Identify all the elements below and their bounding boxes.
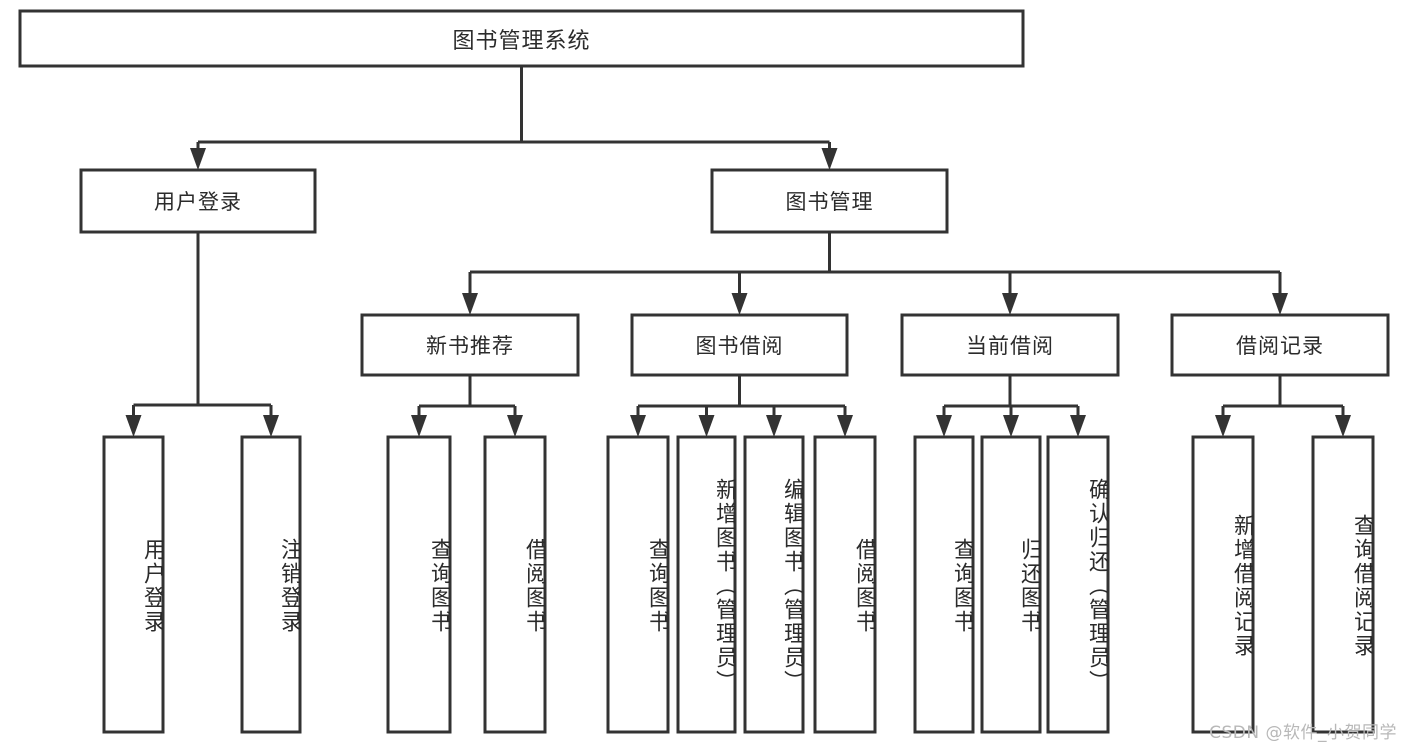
arrow-head-leaf-query-book-recommend <box>411 415 427 437</box>
node-box-leaf-confirm-return[interactable] <box>1046 435 1110 734</box>
arrow-head-book-borrow <box>731 293 748 315</box>
node-box-leaf-user-login[interactable] <box>102 435 165 734</box>
node-box-leaf-user-logout[interactable] <box>240 435 302 734</box>
arrow-head-leaf-borrow-book <box>837 415 853 437</box>
arrow-head-leaf-edit-book <box>766 415 782 437</box>
arrow-head-leaf-query-book-borrow <box>630 415 646 437</box>
node-box-leaf-add-borrow-record[interactable] <box>1191 435 1255 734</box>
arrow-head-new-book-recommend <box>462 293 478 315</box>
arrow-head-leaf-add-borrow-record <box>1215 415 1231 437</box>
arrow-head-leaf-user-logout <box>263 415 279 437</box>
node-box-leaf-borrow-book-recommend[interactable] <box>483 435 547 734</box>
arrow-head-leaf-borrow-book-recommend <box>507 415 523 437</box>
node-box-leaf-borrow-book[interactable] <box>813 435 877 734</box>
arrow-head-leaf-add-book <box>698 415 715 437</box>
node-box-root[interactable] <box>18 9 1025 68</box>
node-box-user-login[interactable] <box>79 168 317 234</box>
node-box-leaf-edit-book[interactable] <box>743 435 805 734</box>
node-box-current-borrow[interactable] <box>900 313 1120 377</box>
arrow-head-leaf-confirm-return <box>1070 415 1086 437</box>
arrow-head-borrow-record <box>1272 293 1288 315</box>
arrow-head-book-manage <box>821 148 838 170</box>
node-box-borrow-record[interactable] <box>1170 313 1390 377</box>
arrow-head-leaf-query-borrow-record <box>1335 415 1351 437</box>
node-box-leaf-query-borrow-record[interactable] <box>1311 435 1375 734</box>
arrow-head-user-login <box>190 148 206 170</box>
node-boxes-layer <box>18 9 1390 734</box>
node-box-leaf-query-book-recommend[interactable] <box>386 435 452 734</box>
node-box-leaf-query-book-borrow[interactable] <box>606 435 670 734</box>
node-box-leaf-query-book-current[interactable] <box>913 435 975 734</box>
arrow-head-leaf-user-login <box>125 415 142 437</box>
arrow-head-current-borrow <box>1002 293 1018 315</box>
arrow-head-leaf-query-book-current <box>936 415 952 437</box>
connectors-layer <box>125 66 1351 437</box>
node-box-leaf-return-book[interactable] <box>980 435 1042 734</box>
node-box-new-book-recommend[interactable] <box>360 313 580 377</box>
arrow-head-leaf-return-book <box>1003 415 1019 437</box>
node-box-leaf-add-book[interactable] <box>676 435 737 734</box>
node-box-book-borrow[interactable] <box>630 313 849 377</box>
node-box-book-manage[interactable] <box>710 168 949 234</box>
